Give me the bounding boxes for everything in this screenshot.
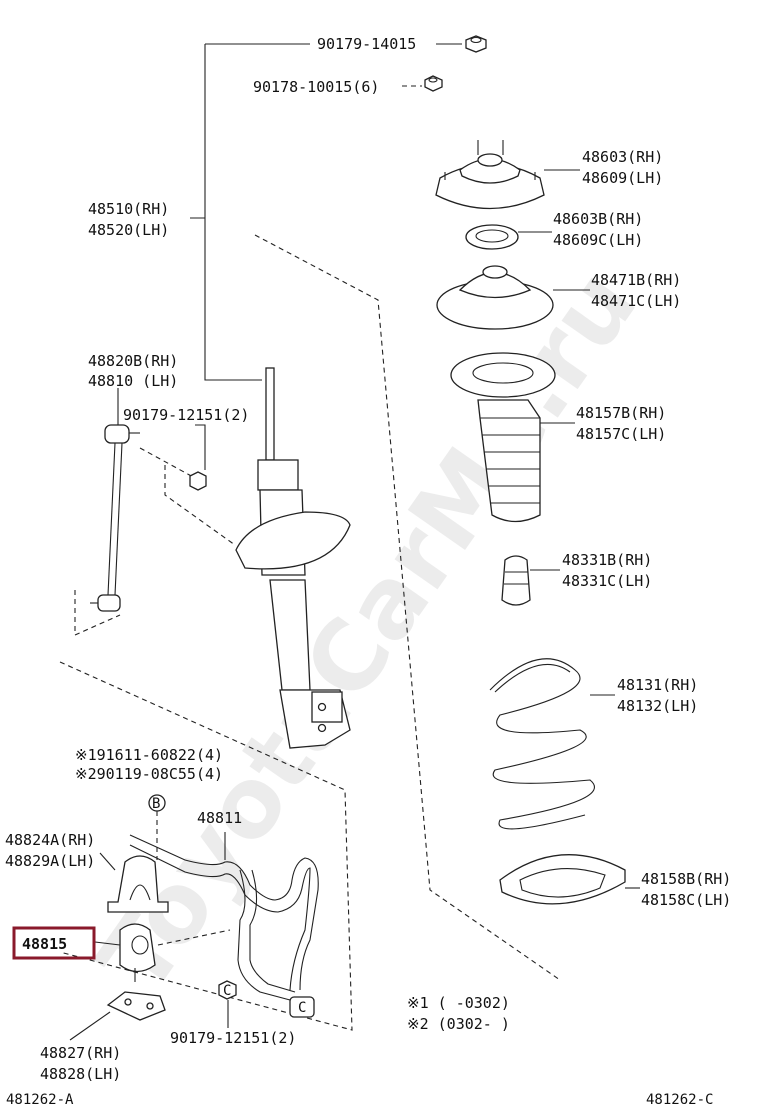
callout-b-text: B [152, 796, 160, 812]
label-nut-upper: 90179-14015 [317, 35, 416, 53]
lower-insulator-icon [499, 854, 626, 905]
label-bolt-1: ※191611-60822(4) [75, 746, 223, 764]
callout-b-icon: B [148, 794, 166, 860]
bump-stop-icon [501, 555, 531, 606]
label-lower-bracket-rh: 48827(RH) [40, 1044, 121, 1062]
leader-bracket-upper [99, 852, 116, 871]
nut-upper-icon [465, 35, 487, 53]
strut-icon [235, 367, 351, 749]
label-nut-mount: 90178-10015(6) [253, 78, 379, 96]
link-lower-dashline [74, 590, 121, 636]
label-insulator-lh: 48158C(LH) [641, 891, 731, 909]
stabilizer-bar-icon [129, 834, 319, 1001]
label-bumper-rh: 48331B(RH) [562, 551, 652, 569]
bearing-icon [465, 224, 519, 250]
coil-spring-icon [489, 658, 595, 830]
note-2: ※2 (0302- ) [407, 1015, 510, 1033]
leader-link-nut [139, 447, 196, 479]
bushing-to-bar-dashline [157, 929, 231, 946]
label-support-rh: 48603(RH) [582, 148, 663, 166]
stabilizer-link-icon [90, 424, 140, 612]
label-bolt-2: ※290119-08C55(4) [75, 765, 223, 783]
strut-assembly-outline [254, 234, 561, 981]
bracket-lower-icon [106, 991, 166, 1021]
note-1: ※1 ( -0302) [407, 994, 510, 1012]
label-bumper-lh: 48331C(LH) [562, 572, 652, 590]
diagram-id-right: 481262-C [646, 1092, 713, 1108]
label-bracket-rh: 48824A(RH) [5, 831, 95, 849]
link-to-strut-dashline [164, 465, 236, 546]
label-link-nut: 90179-12151(2) [123, 406, 249, 424]
label-strut-rh: 48510(RH) [88, 200, 169, 218]
label-insulator-rh: 48158B(RH) [641, 870, 731, 888]
label-bushing[interactable]: 48815 [22, 935, 67, 953]
label-spring-lh: 48132(LH) [617, 697, 698, 715]
label-bearing-rh: 48603B(RH) [553, 210, 643, 228]
label-spring-rh: 48131(RH) [617, 676, 698, 694]
leader-strut-bracket [190, 44, 262, 381]
stab-nut-icon: C [218, 980, 237, 1000]
label-bearing-lh: 48609C(LH) [553, 231, 643, 249]
label-lower-bracket-lh: 48828(LH) [40, 1065, 121, 1083]
label-boot-rh: 48157B(RH) [576, 404, 666, 422]
leader-link-nut-2 [195, 424, 206, 470]
label-boot-lh: 48157C(LH) [576, 425, 666, 443]
upper-support-icon [435, 140, 545, 210]
diagram-id-left: 481262-A [6, 1092, 74, 1108]
label-seat-lh: 48471C(LH) [591, 292, 681, 310]
bushing-icon [119, 923, 156, 982]
highlight-box [12, 926, 96, 960]
label-stab-nut: 90179-12151(2) [170, 1029, 296, 1047]
label-link-rh: 48820B(RH) [88, 352, 178, 370]
leader-bracket-lower [69, 1011, 111, 1041]
label-strut-lh: 48520(LH) [88, 221, 169, 239]
dust-boot-icon [450, 352, 556, 523]
label-stabilizer-bar: 48811 [197, 809, 242, 827]
label-support-lh: 48609(LH) [582, 169, 663, 187]
label-seat-rh: 48471B(RH) [591, 271, 681, 289]
stabilizer-assembly-outline [59, 661, 353, 1031]
leader-bushing [94, 941, 121, 946]
nut-mount-icon [424, 75, 443, 92]
link-nut-icon [189, 471, 207, 491]
callout-c-nut: C [223, 983, 231, 999]
spring-seat-icon [436, 265, 554, 330]
bracket-upper-icon [107, 855, 169, 913]
callout-c-inline: C [298, 1000, 306, 1016]
label-link-lh: 48810 (LH) [88, 372, 178, 390]
stab-end-clamp-icon: C [289, 996, 315, 1018]
label-bracket-lh: 48829A(LH) [5, 852, 95, 870]
